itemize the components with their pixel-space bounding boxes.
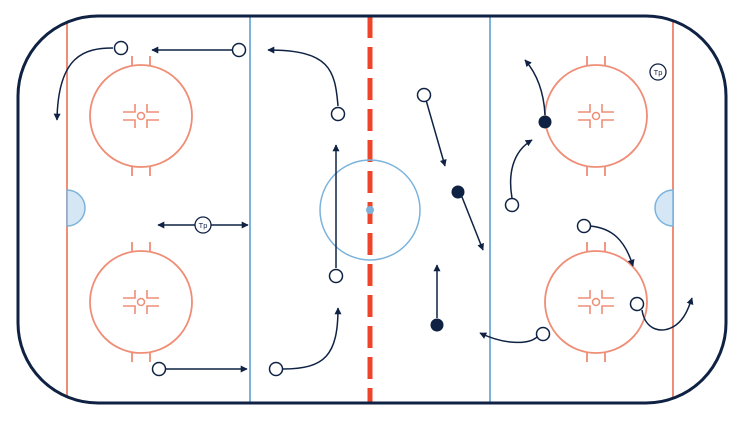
- arrow-diag-1: [425, 99, 447, 167]
- arrow-right-wave: [641, 297, 694, 331]
- player-open-6: [268, 361, 284, 377]
- arrow-bottom-center-curve: [282, 307, 342, 370]
- arrow-top-left-curve: [53, 47, 114, 121]
- arrow-center-top-curve: [267, 46, 339, 107]
- right-goal-crease: [654, 189, 674, 227]
- arrow-right-curve-up: [509, 139, 533, 199]
- center-faceoff-dot: [366, 206, 374, 214]
- rink-surface: [18, 16, 726, 403]
- tp-label-center: Tp: [199, 221, 208, 230]
- arrow-right-curve-down: [589, 225, 635, 267]
- arrow-diag-2: [461, 196, 484, 251]
- faceoff-circle-bottom-left: [89, 242, 193, 362]
- left-goal-crease: [66, 189, 86, 227]
- movement-arrows: [53, 46, 694, 373]
- tp-label-right: Tp: [654, 68, 663, 77]
- player-filled-1: [451, 185, 465, 199]
- player-open-8: [504, 197, 520, 213]
- player-filled-3: [538, 115, 552, 129]
- rink-boards: [16, 14, 728, 405]
- arrow-bottom-right-curve: [479, 332, 539, 344]
- faceoff-circle-bottom-right: [544, 242, 648, 362]
- tp-marker-center: Tp: [194, 216, 212, 234]
- player-open-10: [576, 218, 592, 234]
- players: [113, 40, 645, 377]
- tp-marker-right: Tp: [649, 63, 667, 81]
- player-open-1: [113, 40, 129, 56]
- player-filled-2: [430, 318, 444, 332]
- faceoff-circle-top-left: [89, 56, 193, 176]
- player-open-3: [330, 106, 346, 122]
- player-open-5: [151, 361, 167, 377]
- arrow-right-top: [524, 59, 546, 116]
- player-open-7: [416, 87, 432, 103]
- center-circle: [319, 159, 421, 261]
- player-open-11: [629, 296, 645, 312]
- player-open-2: [231, 42, 247, 58]
- player-open-4: [328, 268, 344, 284]
- player-open-9: [535, 326, 551, 342]
